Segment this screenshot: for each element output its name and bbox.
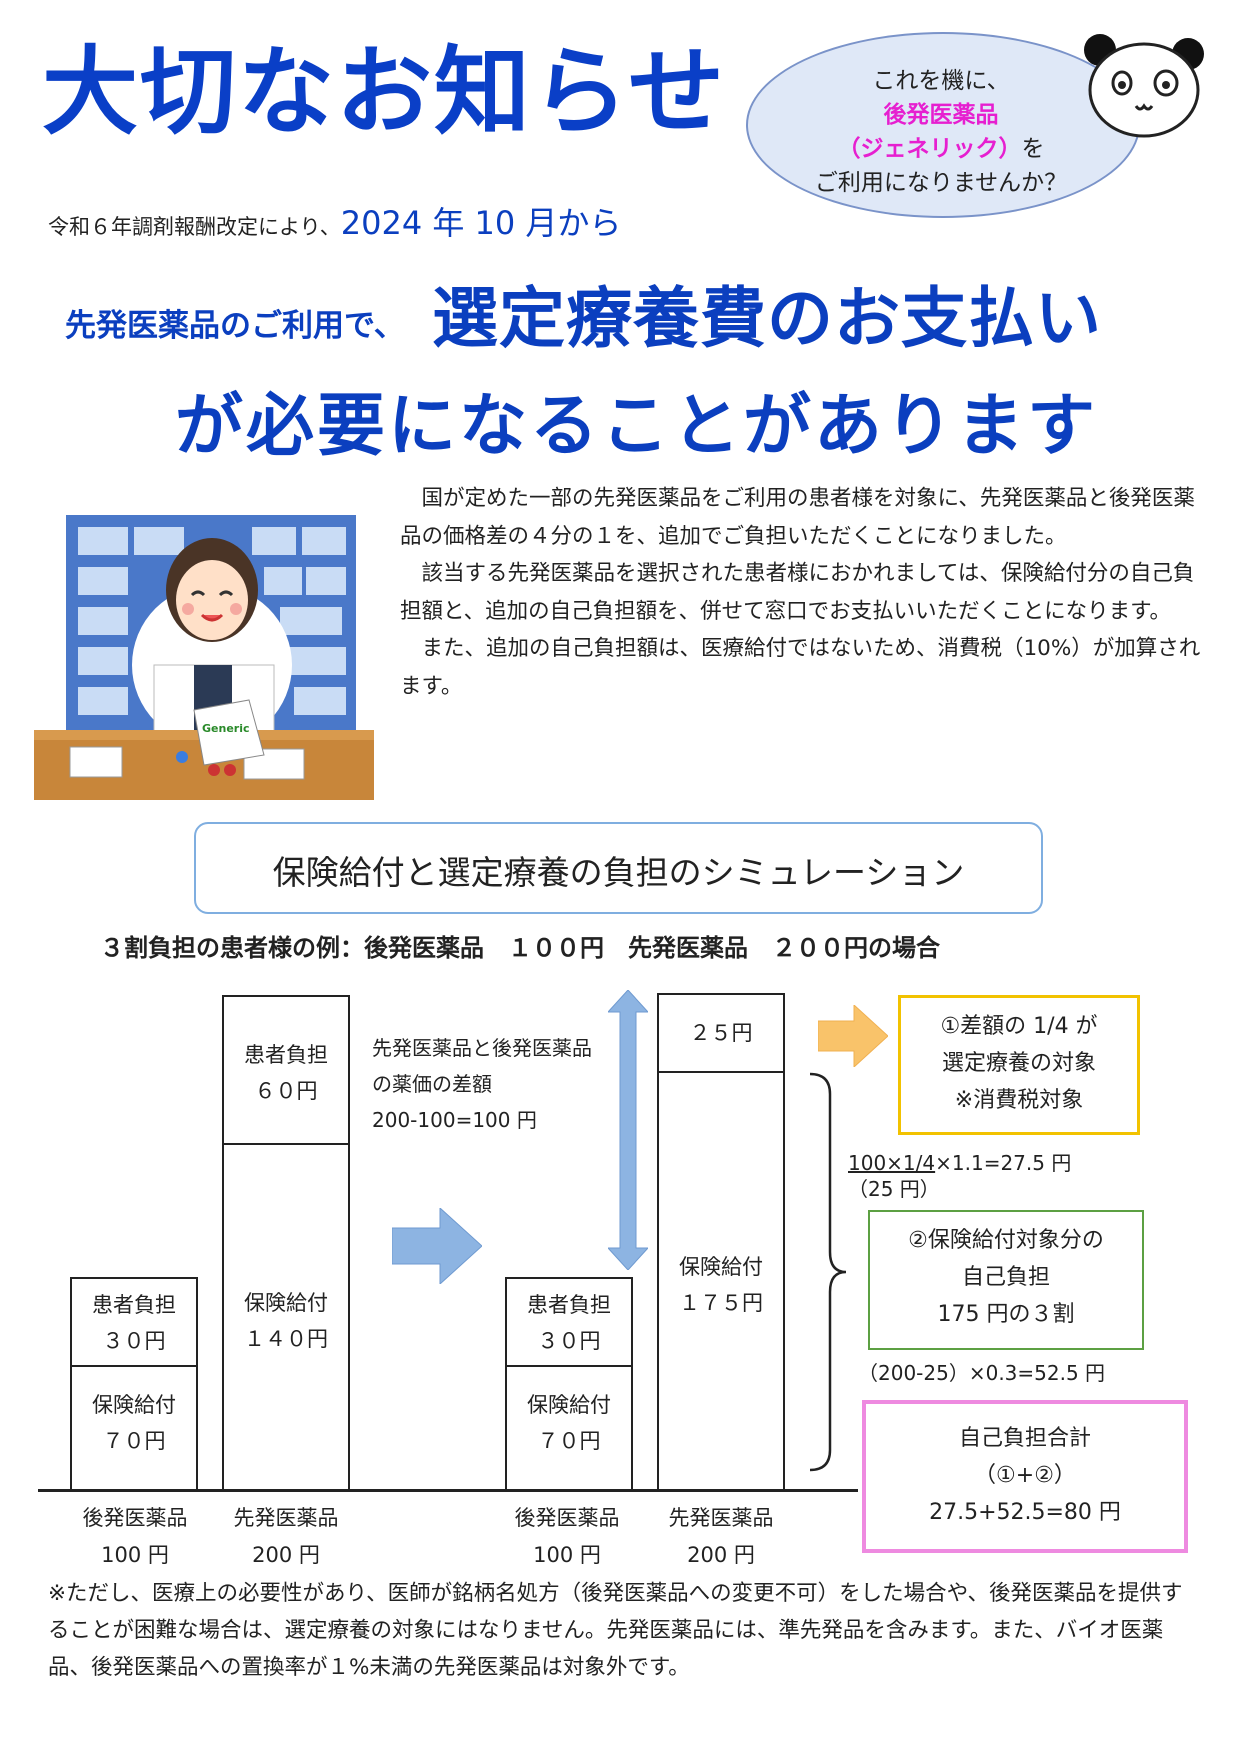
double-arrow-icon	[608, 990, 648, 1270]
revision-note: 令和６年調剤報酬改定により、2024 年 10 月から	[48, 204, 622, 242]
body-paragraph: 該当する先発医薬品を選択された患者様におかれましては、保険給付分の自己負担額と、…	[400, 561, 1195, 624]
bar4-selected-therapy-share: ２５円	[657, 993, 785, 1073]
insurance-copay-box: ②保険給付対象分の 自己負担 175 円の３割	[868, 1210, 1144, 1350]
svg-text:Generic: Generic	[202, 722, 250, 735]
pharmacist-illustration: Generic	[34, 515, 374, 800]
simulation-title-box	[194, 822, 1043, 914]
callout-line4: ご利用になりませんか？	[814, 170, 1068, 196]
body-paragraph: また、追加の自己負担額は、医療給付ではないため、消費税（10%）が加算されます。	[400, 636, 1201, 699]
callout-line1: これを機に、	[872, 68, 1010, 94]
page-title: 大切なお知らせ	[42, 36, 727, 148]
callout-ellipse	[746, 32, 1140, 218]
bracket-icon	[809, 1072, 847, 1472]
headline-part3: が必要になることがあります	[175, 387, 1099, 466]
selected-therapy-box: ①差額の 1/4 が 選定療養の対象 ※消費税対象	[898, 995, 1140, 1135]
footer-note: ※ただし、医療上の必要性があり、医師が銘柄名処方（後発医薬品への変更不可）をした…	[48, 1581, 1183, 1680]
baseline	[38, 1489, 858, 1492]
total-copay-box: 自己負担合計 （①+②） 27.5+52.5=80 円	[862, 1400, 1188, 1553]
body-paragraph: 国が定めた一部の先発医薬品をご利用の患者様を対象に、先発医薬品と後発医薬品の価格…	[400, 486, 1195, 549]
callout-text: これを機に、 後発医薬品 （ジェネリック）を ご利用になりませんか？	[746, 64, 1136, 200]
example-caption: ３割負担の患者様の例：後発医薬品 １００円 先発医薬品 ２００円の場合	[100, 934, 940, 962]
callout-line2: 後発医薬品	[883, 102, 999, 128]
right-arrow-icon	[392, 1208, 482, 1284]
right-arrow-icon	[818, 1005, 888, 1067]
headline-part1: 先発医薬品のご利用で、	[65, 308, 405, 344]
effective-date: 2024 年 10 月から	[340, 204, 622, 242]
simulation-title: 保険給付と選定療養の負担のシミュレーション	[272, 853, 965, 892]
body-text: 国が定めた一部の先発医薬品をご利用の患者様を対象に、先発医薬品と後発医薬品の価格…	[400, 480, 1205, 705]
callout-line3: （ジェネリック）を	[837, 136, 1045, 162]
headline-part2: 選定療養費のお支払い	[432, 280, 1102, 357]
price-difference-note: 先発医薬品と後発医薬品 の薬価の差額 200-100=100 円	[372, 1036, 592, 1132]
panda-icon	[1084, 34, 1204, 138]
calc-insurance-copay: （200-25）×0.3=52.5 円	[858, 1361, 1106, 1385]
calc-selected-therapy: 100×1/4×1.1=27.5 円 （25 円）	[848, 1151, 1072, 1201]
